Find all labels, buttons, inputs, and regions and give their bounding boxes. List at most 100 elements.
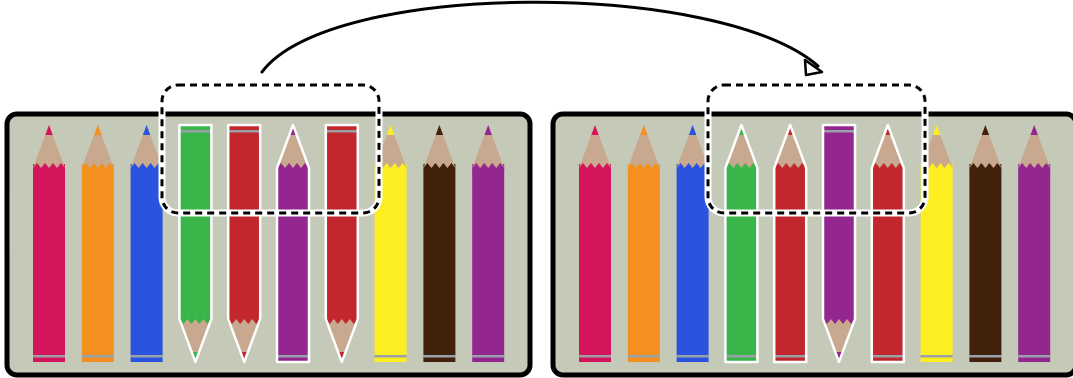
after-pencil-tray: [550, 111, 1073, 378]
pencil-wood: [725, 125, 758, 168]
pencil-wood: [823, 319, 855, 362]
pencil-lead: [688, 125, 697, 135]
pencil-wood: [676, 125, 709, 168]
pencil-teeth: [179, 317, 212, 324]
pencil-teeth: [423, 163, 456, 170]
pencil-band: [374, 355, 407, 358]
pencil-lead: [435, 125, 444, 135]
pencil-body: [277, 164, 309, 362]
pencil-teeth: [277, 163, 309, 170]
pencil-body: [423, 164, 456, 362]
pencil-lead: [45, 125, 53, 135]
pencil-body: [774, 164, 807, 362]
pencil-highlight-outline: [772, 123, 808, 364]
pencil-highlight-outline: [724, 123, 759, 364]
before-pencil-4: [178, 123, 213, 364]
pencil-band: [774, 355, 807, 358]
after-pencil-2: [627, 125, 660, 362]
pencil-highlight-outline: [821, 123, 857, 364]
pencil-band: [725, 355, 758, 358]
pencil-lead: [591, 125, 599, 135]
pencil-teeth: [725, 163, 758, 170]
after-selection-box: [706, 83, 927, 215]
pencil-wood: [423, 125, 456, 168]
pencil-teeth: [325, 317, 358, 324]
pencil-body: [871, 164, 904, 362]
arrow-head-icon: [803, 58, 824, 77]
pencil-lead: [640, 125, 648, 135]
pencil-band: [325, 130, 358, 133]
pencil-band: [179, 130, 212, 133]
curved-arrow-icon: [260, 0, 820, 74]
pencil-band: [969, 355, 1002, 358]
pencil-teeth: [823, 317, 855, 324]
after-pencil-6: [821, 123, 857, 364]
pencil-wood: [81, 125, 114, 168]
pencil-body: [1018, 164, 1051, 362]
pencil-lead: [386, 125, 395, 135]
pencil-body: [81, 164, 114, 362]
pencil-teeth: [81, 163, 114, 170]
pencil-body: [130, 164, 163, 362]
pencil-lead: [932, 125, 941, 135]
pencil-body: [325, 125, 358, 323]
pencil-wood: [179, 319, 212, 362]
pencil-lead: [484, 125, 492, 135]
pencil-band: [81, 355, 114, 358]
pencil-body: [33, 164, 65, 362]
after-pencil-7: [870, 123, 906, 364]
pencil-teeth: [374, 163, 407, 170]
pencil-band: [1018, 355, 1051, 358]
pencil-body: [676, 164, 709, 362]
pencil-teeth: [472, 163, 505, 170]
after-pencil-3: [676, 125, 709, 362]
pencil-wood: [472, 125, 505, 168]
before-pencil-8: [374, 125, 407, 362]
pencil-teeth: [130, 163, 163, 170]
pencil-wood: [774, 125, 807, 168]
after-pencil-8: [920, 125, 953, 362]
pencil-lead: [1030, 125, 1038, 135]
pencil-teeth: [871, 163, 904, 170]
pencil-band: [130, 355, 163, 358]
pencil-wood: [627, 125, 660, 168]
pencil-body: [179, 125, 212, 323]
pencil-band: [920, 355, 953, 358]
pencil-teeth: [627, 163, 660, 170]
before-selection-box: [160, 83, 381, 215]
after-pencil-10: [1018, 125, 1051, 362]
pencil-teeth: [33, 163, 65, 170]
pencil-teeth: [1018, 163, 1051, 170]
pencil-teeth: [774, 163, 807, 170]
pencil-body: [579, 164, 611, 362]
pencil-band: [627, 355, 660, 358]
pencil-band: [423, 355, 456, 358]
pencil-teeth: [676, 163, 709, 170]
pencil-wood: [228, 319, 261, 362]
pencil-lead: [142, 125, 151, 135]
pencil-band: [871, 355, 904, 358]
after-pencil-1: [579, 125, 611, 362]
pencil-teeth: [920, 163, 953, 170]
pencil-band: [472, 355, 505, 358]
pencil-highlight-outline: [324, 123, 360, 364]
pencil-teeth: [579, 163, 611, 170]
pencil-wood: [920, 125, 953, 168]
before-pencil-1: [33, 125, 65, 362]
pencil-wood: [33, 125, 65, 168]
pencil-lead: [94, 125, 102, 135]
pencil-wood: [871, 125, 904, 168]
pencil-band: [579, 355, 611, 358]
pencil-teeth: [969, 163, 1002, 170]
pencil-highlight-outline: [226, 123, 262, 364]
pencil-highlight-outline: [275, 123, 311, 364]
pencil-body: [823, 125, 855, 323]
pencil-lead: [981, 125, 990, 135]
before-pencil-tray: [4, 111, 533, 378]
pencil-body: [627, 164, 660, 362]
after-pencil-5: [772, 123, 808, 364]
before-pencil-7: [324, 123, 360, 364]
pencil-band: [228, 130, 261, 133]
pencil-wood: [969, 125, 1002, 168]
